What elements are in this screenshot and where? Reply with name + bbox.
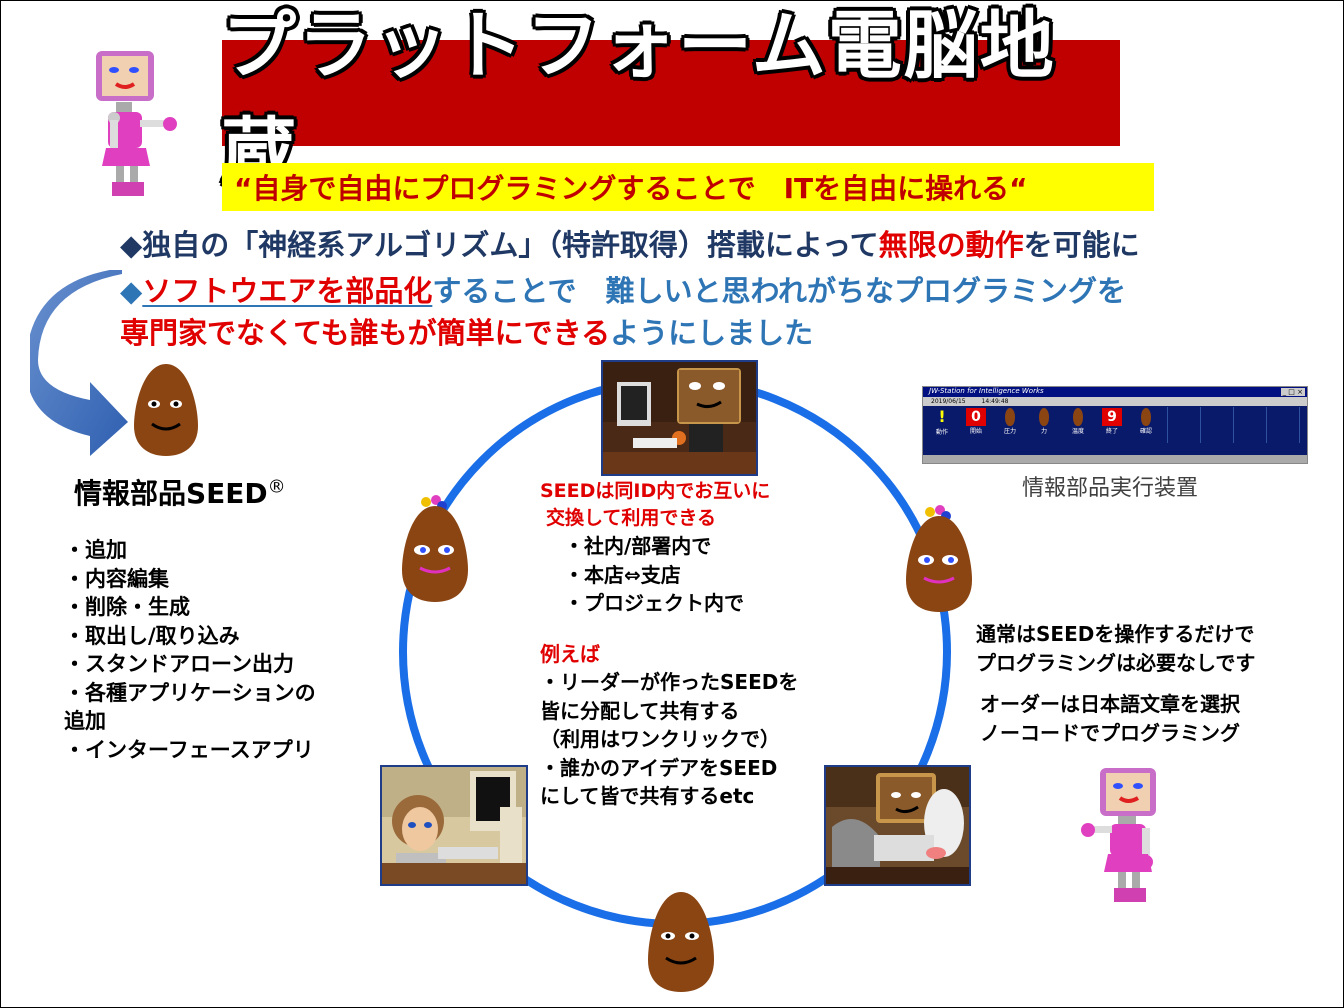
seed-icon [1073, 408, 1083, 426]
photo-robot-keyboard [824, 765, 971, 886]
page-title: プラットフォーム電脳地蔵 [222, 3, 1056, 196]
center-explanation: SEEDは同ID内でお互いに 交換して利用できる ・社内/部署内で ・本店⇔支店… [540, 478, 798, 811]
window-controls-icon[interactable]: _ □ × [1280, 388, 1305, 396]
cell-label: 確認 [1139, 428, 1152, 435]
device-cell[interactable]: ! 動作 [927, 407, 957, 443]
intro-line-1-a: ◆独自の「神経系アルゴリズム」（特許取得）搭載によって [120, 228, 879, 262]
registered-mark: ® [267, 476, 286, 498]
robot-mascot-top [96, 51, 177, 196]
intro-line-3-a: 専門家でなくても誰もが簡単にできる [120, 316, 611, 350]
device-window-title: JW-Station for Intelligence Works [929, 387, 1044, 395]
slogan-banner: “自身で自由にプログラミングすることで ITを自由に操れる“ [222, 163, 1154, 211]
cell-label: 開始 [969, 428, 982, 435]
seed-icon [1141, 408, 1151, 426]
intro-line-1-c: を可能に [1023, 228, 1140, 262]
seed-mascot-circle-right [906, 505, 972, 612]
device-cell[interactable]: 力 [1029, 407, 1059, 443]
list-item: ・追加 [64, 538, 127, 562]
right-explanation: 通常はSEEDを操作するだけで プログラミングは必要なしです オーダーは日本語文… [976, 620, 1255, 748]
device-window: JW-Station for Intelligence Works _ □ × … [922, 386, 1308, 464]
intro-line-2-a: ◆ [120, 274, 143, 308]
cell-label: 終了 [1105, 428, 1118, 435]
device-cell[interactable]: 確認 [1131, 407, 1161, 443]
title-banner: プラットフォーム電脳地蔵 [222, 3, 1120, 196]
cell-value: 0 [966, 408, 986, 426]
device-footer-bar [923, 455, 1307, 463]
list-item: 追加 [64, 709, 106, 733]
intro-line-3: 専門家でなくても誰もが簡単にできるようにしました [120, 310, 813, 352]
list-item: ・削除・生成 [64, 595, 190, 619]
example-item: 皆に分配して共有する [540, 698, 740, 723]
example-item: にして皆で共有するetc [540, 784, 755, 808]
intro-line-3-b: ようにしました [610, 316, 814, 350]
device-cell[interactable]: 温度 [1063, 407, 1093, 443]
intro-line-1-b: 無限の動作 [878, 228, 1024, 262]
seed-mascot-circle-bottom [648, 892, 714, 992]
right-line-4: ノーコードでプログラミング [980, 721, 1240, 745]
intro-line-2-b: ソフトウエアを部品化 [142, 274, 433, 308]
seed-icon [1039, 408, 1049, 426]
list-item: ・取出し/取り込み [64, 623, 240, 648]
robot-mascot-bottom [1081, 768, 1156, 902]
device-cell[interactable]: 圧力 [995, 407, 1025, 443]
example-item: （利用はワンクリックで） [540, 727, 780, 751]
person-computer-illustration [382, 767, 526, 884]
device-time: 14:49:48 [981, 398, 1009, 405]
list-item: ・内容編集 [64, 566, 169, 591]
center-heading-2: 交換して利用できる [546, 507, 717, 529]
device-empty-slots [1167, 407, 1304, 443]
scope-item: ・本店⇔支店 [564, 562, 681, 587]
list-item: ・スタンドアローン出力 [64, 652, 294, 676]
device-cell[interactable]: 9 終了 [1097, 407, 1127, 443]
intro-line-2: ◆ソフトウエアを部品化することで 難しいと思われがちなプログラミングを [120, 268, 1126, 310]
cell-label: 温度 [1071, 428, 1084, 435]
scope-item: ・プロジェクト内で [564, 591, 744, 615]
scope-item: ・社内/部署内で [564, 534, 712, 558]
seed-mascot-left [134, 364, 198, 456]
cell-label: 動作 [935, 429, 948, 436]
example-label: 例えば [540, 641, 600, 666]
center-heading-1: SEEDは同ID内でお互いに [540, 480, 771, 502]
intro-line-2-c: することで 難しいと思われがちなプログラミングを [432, 274, 1127, 308]
seed-icon [1005, 408, 1015, 426]
photo-robot-computer [601, 360, 758, 476]
photo-person-computer [380, 765, 528, 886]
cell-label: 力 [1040, 428, 1047, 435]
right-line-2: プログラミングは必要なしです [976, 651, 1256, 675]
seed-title: 情報部品SEED® [74, 472, 286, 512]
example-item: ・リーダーが作ったSEEDを [540, 670, 799, 694]
seed-mascot-circle-left [402, 495, 468, 602]
right-line-3: オーダーは日本語文章を選択 [980, 692, 1240, 716]
list-item: ・インターフェースアプリ [64, 737, 314, 762]
cell-value: 9 [1102, 408, 1122, 426]
slogan-text: “自身で自由にプログラミングすることで ITを自由に操れる“ [234, 172, 1028, 205]
seed-title-text: 情報部品SEED [74, 477, 268, 510]
device-caption: 情報部品実行装置 [1022, 476, 1199, 501]
robot-keyboard-illustration [826, 767, 969, 884]
device-cell[interactable]: 0 開始 [961, 407, 991, 443]
right-line-1: 通常はSEEDを操作するだけで [976, 622, 1255, 646]
device-date: 2019/06/15 [931, 398, 966, 405]
list-item: ・各種アプリケーションの [64, 680, 316, 705]
cell-value: ! [938, 407, 946, 426]
intro-line-1: ◆独自の「神経系アルゴリズム」（特許取得）搭載によって無限の動作を可能に [120, 222, 1140, 264]
device-status-bar: 2019/06/15 14:49:48 [923, 397, 1307, 406]
device-title-bar: JW-Station for Intelligence Works _ □ × [923, 387, 1307, 397]
example-item: ・誰かのアイデアをSEED [540, 755, 778, 780]
cell-label: 圧力 [1003, 428, 1016, 435]
robot-computer-illustration [603, 362, 756, 474]
seed-feature-list: ・追加 ・内容編集 ・削除・生成 ・取出し/取り込み ・スタンドアローン出力 ・… [64, 536, 316, 764]
curved-arrow-icon [30, 270, 128, 456]
